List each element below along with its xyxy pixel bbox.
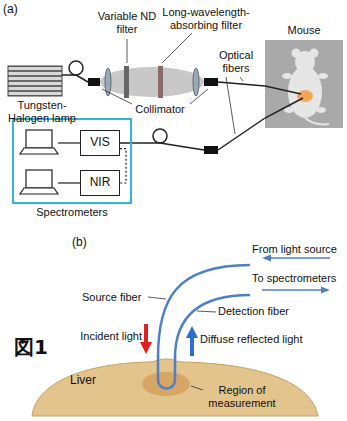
reflected-arrow: [190, 332, 194, 356]
mouse-ear: [310, 49, 319, 58]
mouse-tail: [305, 118, 329, 124]
nd-filter: [124, 66, 129, 98]
liver-organ: Liver: [30, 356, 320, 418]
lens: [193, 68, 199, 96]
light-label: Diffuse reflected light: [200, 333, 303, 346]
flow-label: To spectrometers: [252, 272, 336, 285]
optical-fiber: [120, 142, 160, 144]
collimator-label: Collimator: [125, 103, 195, 116]
mouse-ear: [292, 49, 301, 58]
collimator: [88, 78, 100, 86]
laptop-screen: [26, 170, 52, 188]
flow-label: From light source: [252, 243, 337, 256]
usb-cable: [58, 182, 80, 183]
node-label: Spectrometers: [14, 206, 130, 219]
spectrometer-box: VIS: [80, 130, 120, 156]
detection-fiber: [175, 295, 250, 358]
filter-label: Variable ND filter: [96, 10, 158, 35]
mouse-illustration: [265, 40, 343, 128]
mouse-background: [265, 40, 343, 128]
optical-fiber: [160, 143, 204, 150]
panel-letter: (b): [72, 236, 87, 250]
figure-number: 図1: [14, 336, 48, 359]
fiber-label: Detection fiber: [218, 305, 289, 318]
filter-label: Long-wavelength-absorbing filter: [160, 6, 252, 31]
laptop-base: [20, 148, 58, 154]
incident-arrow: [144, 324, 148, 348]
leader-line: [226, 77, 235, 134]
fiber-label: Optical fibers: [212, 49, 260, 74]
mouse-leg: [282, 73, 292, 79]
dotted-connector: [120, 149, 126, 183]
leader-line: [162, 33, 192, 63]
region-label: Region of measurement: [206, 384, 278, 409]
fiber-label: Source fiber: [82, 291, 141, 304]
leader-line: [102, 89, 132, 104]
fiber-coil: [69, 61, 83, 75]
panel-letter: (a): [3, 3, 18, 17]
mouse-leg: [316, 107, 326, 113]
collimator: [204, 78, 218, 86]
laptop-screen: [26, 130, 52, 148]
absorbing-filter: [158, 66, 163, 98]
mouse-panel: Mouse: [265, 40, 343, 128]
leader-line: [148, 297, 166, 299]
usb-cable: [58, 142, 80, 143]
optical-fiber: [218, 82, 265, 86]
optical-fiber: [218, 118, 265, 150]
collimator: [204, 146, 218, 154]
fiber-coil: [153, 129, 167, 143]
flow-arrow: [264, 257, 330, 258]
halogen-lamp: [8, 66, 62, 96]
lamp-label: Tungsten-Halogen lamp: [2, 99, 82, 124]
spectrometer-box: NIR: [80, 170, 120, 196]
lamp-fiber: [76, 75, 88, 82]
leader-line: [240, 77, 243, 81]
fiber-tip: [158, 356, 175, 389]
measurement-region: [142, 372, 190, 396]
node-label: Liver: [70, 374, 96, 388]
node-label: Mouse: [265, 24, 343, 37]
leader-line: [190, 89, 208, 104]
light-beam: [100, 67, 204, 97]
flow-arrow: [262, 289, 328, 290]
leader-line: [197, 311, 216, 312]
leader-line: [127, 39, 128, 63]
leader-line: [191, 386, 203, 390]
optical-fiber: [265, 86, 303, 118]
spectrometer-group: SpectrometersVISNIR: [12, 118, 132, 204]
node-label: NIR: [90, 176, 111, 190]
laptop-base: [20, 188, 58, 194]
node-label: VIS: [90, 136, 109, 150]
light-label: Incident light: [62, 330, 142, 343]
mouse-leg: [318, 73, 328, 79]
